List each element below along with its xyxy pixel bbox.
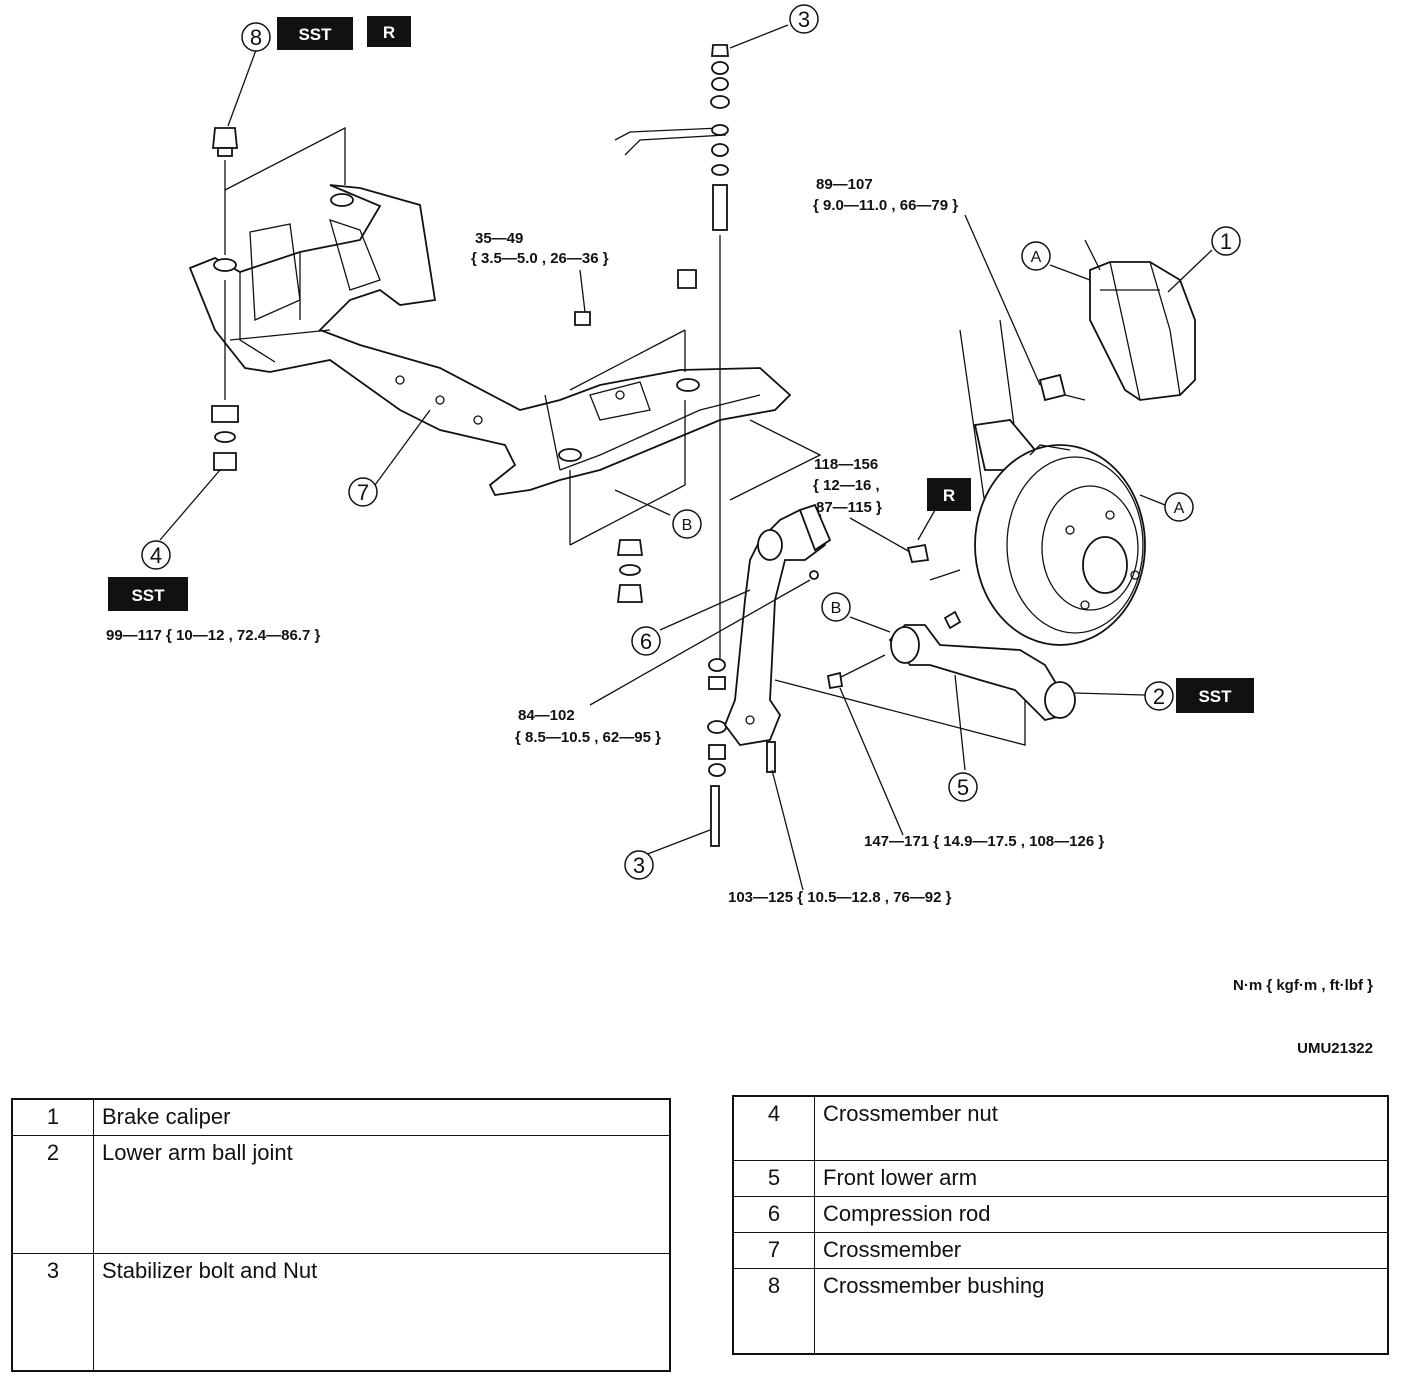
legend-row: 1 Brake caliper bbox=[11, 1098, 671, 1136]
torque-147-171: 147—171 { 14.9—17.5 , 108—126 } bbox=[864, 833, 1104, 850]
legend-number: 7 bbox=[732, 1231, 815, 1269]
front-lower-arm-drawing bbox=[826, 610, 1076, 721]
bolt-35-49 bbox=[574, 311, 591, 326]
svg-text:SST: SST bbox=[298, 25, 332, 44]
legend-number: 8 bbox=[732, 1267, 815, 1355]
legend-row: 4 Crossmember nut bbox=[732, 1095, 1389, 1161]
legend-label: Crossmember nut bbox=[814, 1095, 1389, 1161]
stabilizer-link-drawing bbox=[614, 44, 730, 847]
svg-text:B: B bbox=[682, 517, 693, 534]
legend-label: Crossmember bushing bbox=[814, 1267, 1389, 1355]
svg-text:R: R bbox=[383, 23, 395, 42]
svg-text:SST: SST bbox=[1198, 687, 1232, 706]
compression-rod-drawing bbox=[723, 503, 832, 773]
torque-89-107-kgf: { 9.0—11.0 , 66—79 } bbox=[813, 197, 958, 214]
legend-number: 2 bbox=[11, 1134, 94, 1254]
leader-lines bbox=[159, 24, 1213, 891]
crossmember-bushing-stack-left bbox=[211, 127, 239, 471]
torque-103-125: 103—125 { 10.5—12.8 , 76—92 } bbox=[728, 889, 952, 906]
legend-number: 6 bbox=[732, 1195, 815, 1233]
callout-8: 8 bbox=[241, 22, 271, 52]
torque-118-156-ftlbf: 87—115 } bbox=[816, 499, 882, 516]
svg-text:A: A bbox=[1174, 500, 1185, 517]
knuckle-and-disc-drawing bbox=[906, 319, 1146, 646]
legend-row: 6 Compression rod bbox=[732, 1195, 1389, 1233]
legend-number: 5 bbox=[732, 1159, 815, 1197]
exploded-suspension-diagram: 8 3 1 A A 4 7 B B 6 2 5 bbox=[106, 4, 1373, 1057]
legend-label: Brake caliper bbox=[93, 1098, 671, 1136]
bracket-lines bbox=[224, 126, 1026, 746]
svg-text:7: 7 bbox=[357, 480, 369, 505]
legend-number: 4 bbox=[732, 1095, 815, 1161]
svg-text:R: R bbox=[943, 486, 955, 505]
callout-b-crossmember: B bbox=[672, 509, 702, 539]
callout-a-disc: A bbox=[1164, 492, 1194, 522]
torque-35-49-kgf: { 3.5—5.0 , 26—36 } bbox=[471, 250, 609, 267]
svg-text:1: 1 bbox=[1220, 229, 1232, 254]
crossmember-bushing-stack-center bbox=[616, 269, 697, 603]
legend-table-right: 4 Crossmember nut 5 Front lower arm 6 Co… bbox=[732, 1095, 1389, 1355]
legend-label: Stabilizer bolt and Nut bbox=[93, 1252, 671, 1372]
sst-tag-top: SST bbox=[277, 17, 353, 50]
svg-text:4: 4 bbox=[150, 543, 162, 568]
svg-text:B: B bbox=[831, 600, 842, 617]
r-tag-mid: R bbox=[927, 478, 971, 511]
legend-row: 7 Crossmember bbox=[732, 1231, 1389, 1269]
callout-5: 5 bbox=[948, 772, 978, 802]
sst-tag-left: SST bbox=[108, 577, 188, 611]
brake-caliper-drawing bbox=[1084, 239, 1196, 401]
svg-text:A: A bbox=[1031, 249, 1042, 266]
svg-text:3: 3 bbox=[798, 7, 810, 32]
torque-89-107-nm: 89—107 bbox=[816, 176, 873, 193]
sst-tag-right: SST bbox=[1176, 678, 1254, 713]
torque-118-156-kgf: { 12—16 , bbox=[813, 477, 880, 494]
callout-a-caliper: A bbox=[1021, 241, 1051, 271]
torque-84-102-kgf: { 8.5—10.5 , 62—95 } bbox=[515, 729, 661, 746]
legend-row: 5 Front lower arm bbox=[732, 1159, 1389, 1197]
legend-label: Lower arm ball joint bbox=[93, 1134, 671, 1254]
callout-7: 7 bbox=[348, 477, 378, 507]
r-tag-top: R bbox=[367, 16, 411, 47]
svg-text:5: 5 bbox=[957, 775, 969, 800]
torque-84-102-nm: 84—102 bbox=[518, 707, 575, 724]
legend-label: Front lower arm bbox=[814, 1159, 1389, 1197]
legend-row: 3 Stabilizer bolt and Nut bbox=[11, 1252, 671, 1372]
legend-number: 1 bbox=[11, 1098, 94, 1136]
callout-b-lower-arm: B bbox=[821, 592, 851, 622]
legend-row: 8 Crossmember bushing bbox=[732, 1267, 1389, 1355]
svg-text:SST: SST bbox=[131, 586, 165, 605]
torque-units: N·m { kgf·m , ft·lbf } bbox=[1233, 977, 1373, 994]
svg-text:3: 3 bbox=[633, 853, 645, 878]
crossmember-drawing bbox=[188, 184, 792, 496]
torque-35-49-nm: 35—49 bbox=[475, 230, 523, 247]
svg-text:8: 8 bbox=[250, 25, 262, 50]
callout-6: 6 bbox=[631, 626, 661, 656]
legend-number: 3 bbox=[11, 1252, 94, 1372]
callout-1: 1 bbox=[1211, 226, 1241, 256]
legend-table-left: 1 Brake caliper 2 Lower arm ball joint 3… bbox=[11, 1098, 671, 1372]
figure-code: UMU21322 bbox=[1297, 1040, 1373, 1057]
callout-4: 4 bbox=[141, 540, 171, 570]
legend-label: Compression rod bbox=[814, 1195, 1389, 1233]
legend-label: Crossmember bbox=[814, 1231, 1389, 1269]
callout-2: 2 bbox=[1144, 681, 1174, 711]
callout-3-bottom: 3 bbox=[624, 850, 654, 880]
svg-text:2: 2 bbox=[1153, 684, 1165, 709]
legend-row: 2 Lower arm ball joint bbox=[11, 1134, 671, 1254]
torque-118-156-nm: 118—156 bbox=[814, 456, 878, 473]
torque-99-117: 99—117 { 10—12 , 72.4—86.7 } bbox=[106, 627, 320, 644]
svg-text:6: 6 bbox=[640, 629, 652, 654]
callout-3-top: 3 bbox=[789, 4, 819, 34]
